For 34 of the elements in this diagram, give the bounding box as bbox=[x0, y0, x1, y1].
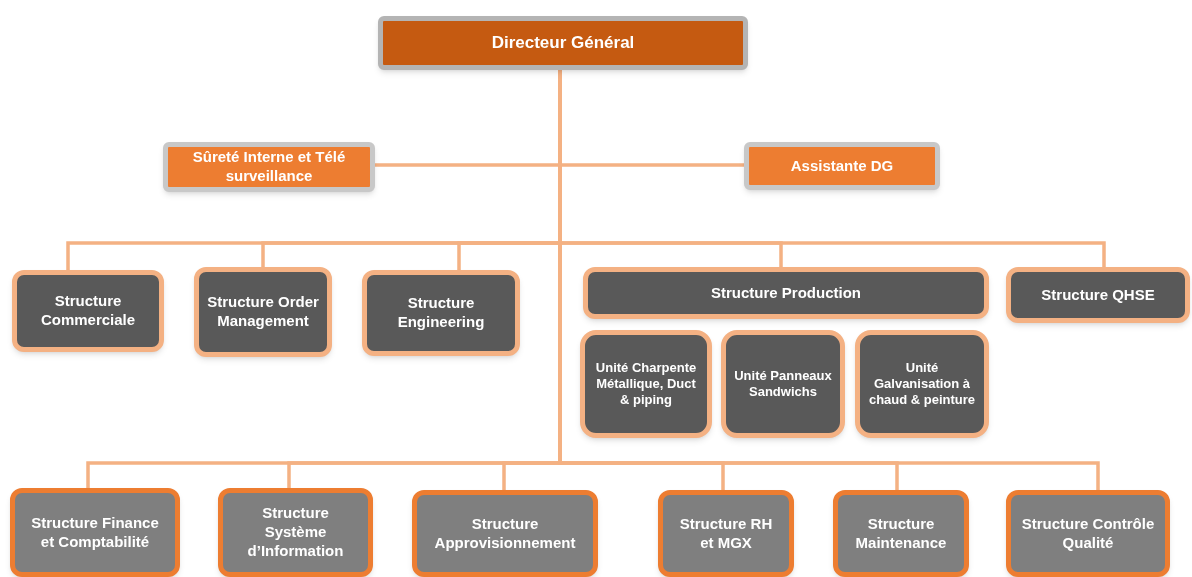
department-box bbox=[412, 490, 598, 577]
staff-box bbox=[744, 142, 940, 190]
department-box bbox=[1006, 267, 1190, 323]
department-box bbox=[658, 490, 794, 577]
department-box bbox=[10, 488, 180, 577]
node-label: Unité Panneaux Sandwichs bbox=[734, 367, 832, 401]
node-label: Structure RH et MGX bbox=[678, 514, 774, 553]
node-label: Unité Galvanisation à chaud & peinture bbox=[868, 359, 976, 409]
node-label: Structure Contrôle Qualité bbox=[1020, 514, 1156, 553]
department-box bbox=[1006, 490, 1170, 577]
node-label: Structure Production bbox=[711, 283, 861, 303]
node-label: Structure Système d’Information bbox=[246, 504, 345, 561]
department-box bbox=[833, 490, 969, 577]
node-label: Directeur Général bbox=[491, 32, 635, 54]
staff-box bbox=[163, 142, 375, 192]
unit-box bbox=[580, 330, 712, 438]
node-label: Structure Approvisionnement bbox=[433, 514, 577, 553]
unit-box bbox=[721, 330, 845, 438]
node-label: Structure Engineering bbox=[396, 294, 486, 332]
node-label: Structure Order Management bbox=[207, 293, 319, 331]
department-box bbox=[194, 267, 332, 357]
unit-box bbox=[855, 330, 989, 438]
node-label: Sûreté Interne et Télé surveillance bbox=[191, 148, 347, 186]
node-label: Structure Commerciale bbox=[39, 292, 137, 330]
node-label: Assistante DG bbox=[790, 156, 894, 176]
department-box bbox=[218, 488, 373, 577]
director-box bbox=[378, 16, 748, 70]
node-label: Unité Charpente Métallique, Duct & piping bbox=[594, 359, 698, 409]
department-box bbox=[362, 270, 520, 356]
department-box bbox=[583, 267, 989, 319]
department-box bbox=[12, 270, 164, 352]
node-label: Structure QHSE bbox=[1041, 285, 1155, 305]
node-label: Structure Finance et Comptabilité bbox=[30, 513, 160, 552]
node-label: Structure Maintenance bbox=[854, 514, 948, 553]
